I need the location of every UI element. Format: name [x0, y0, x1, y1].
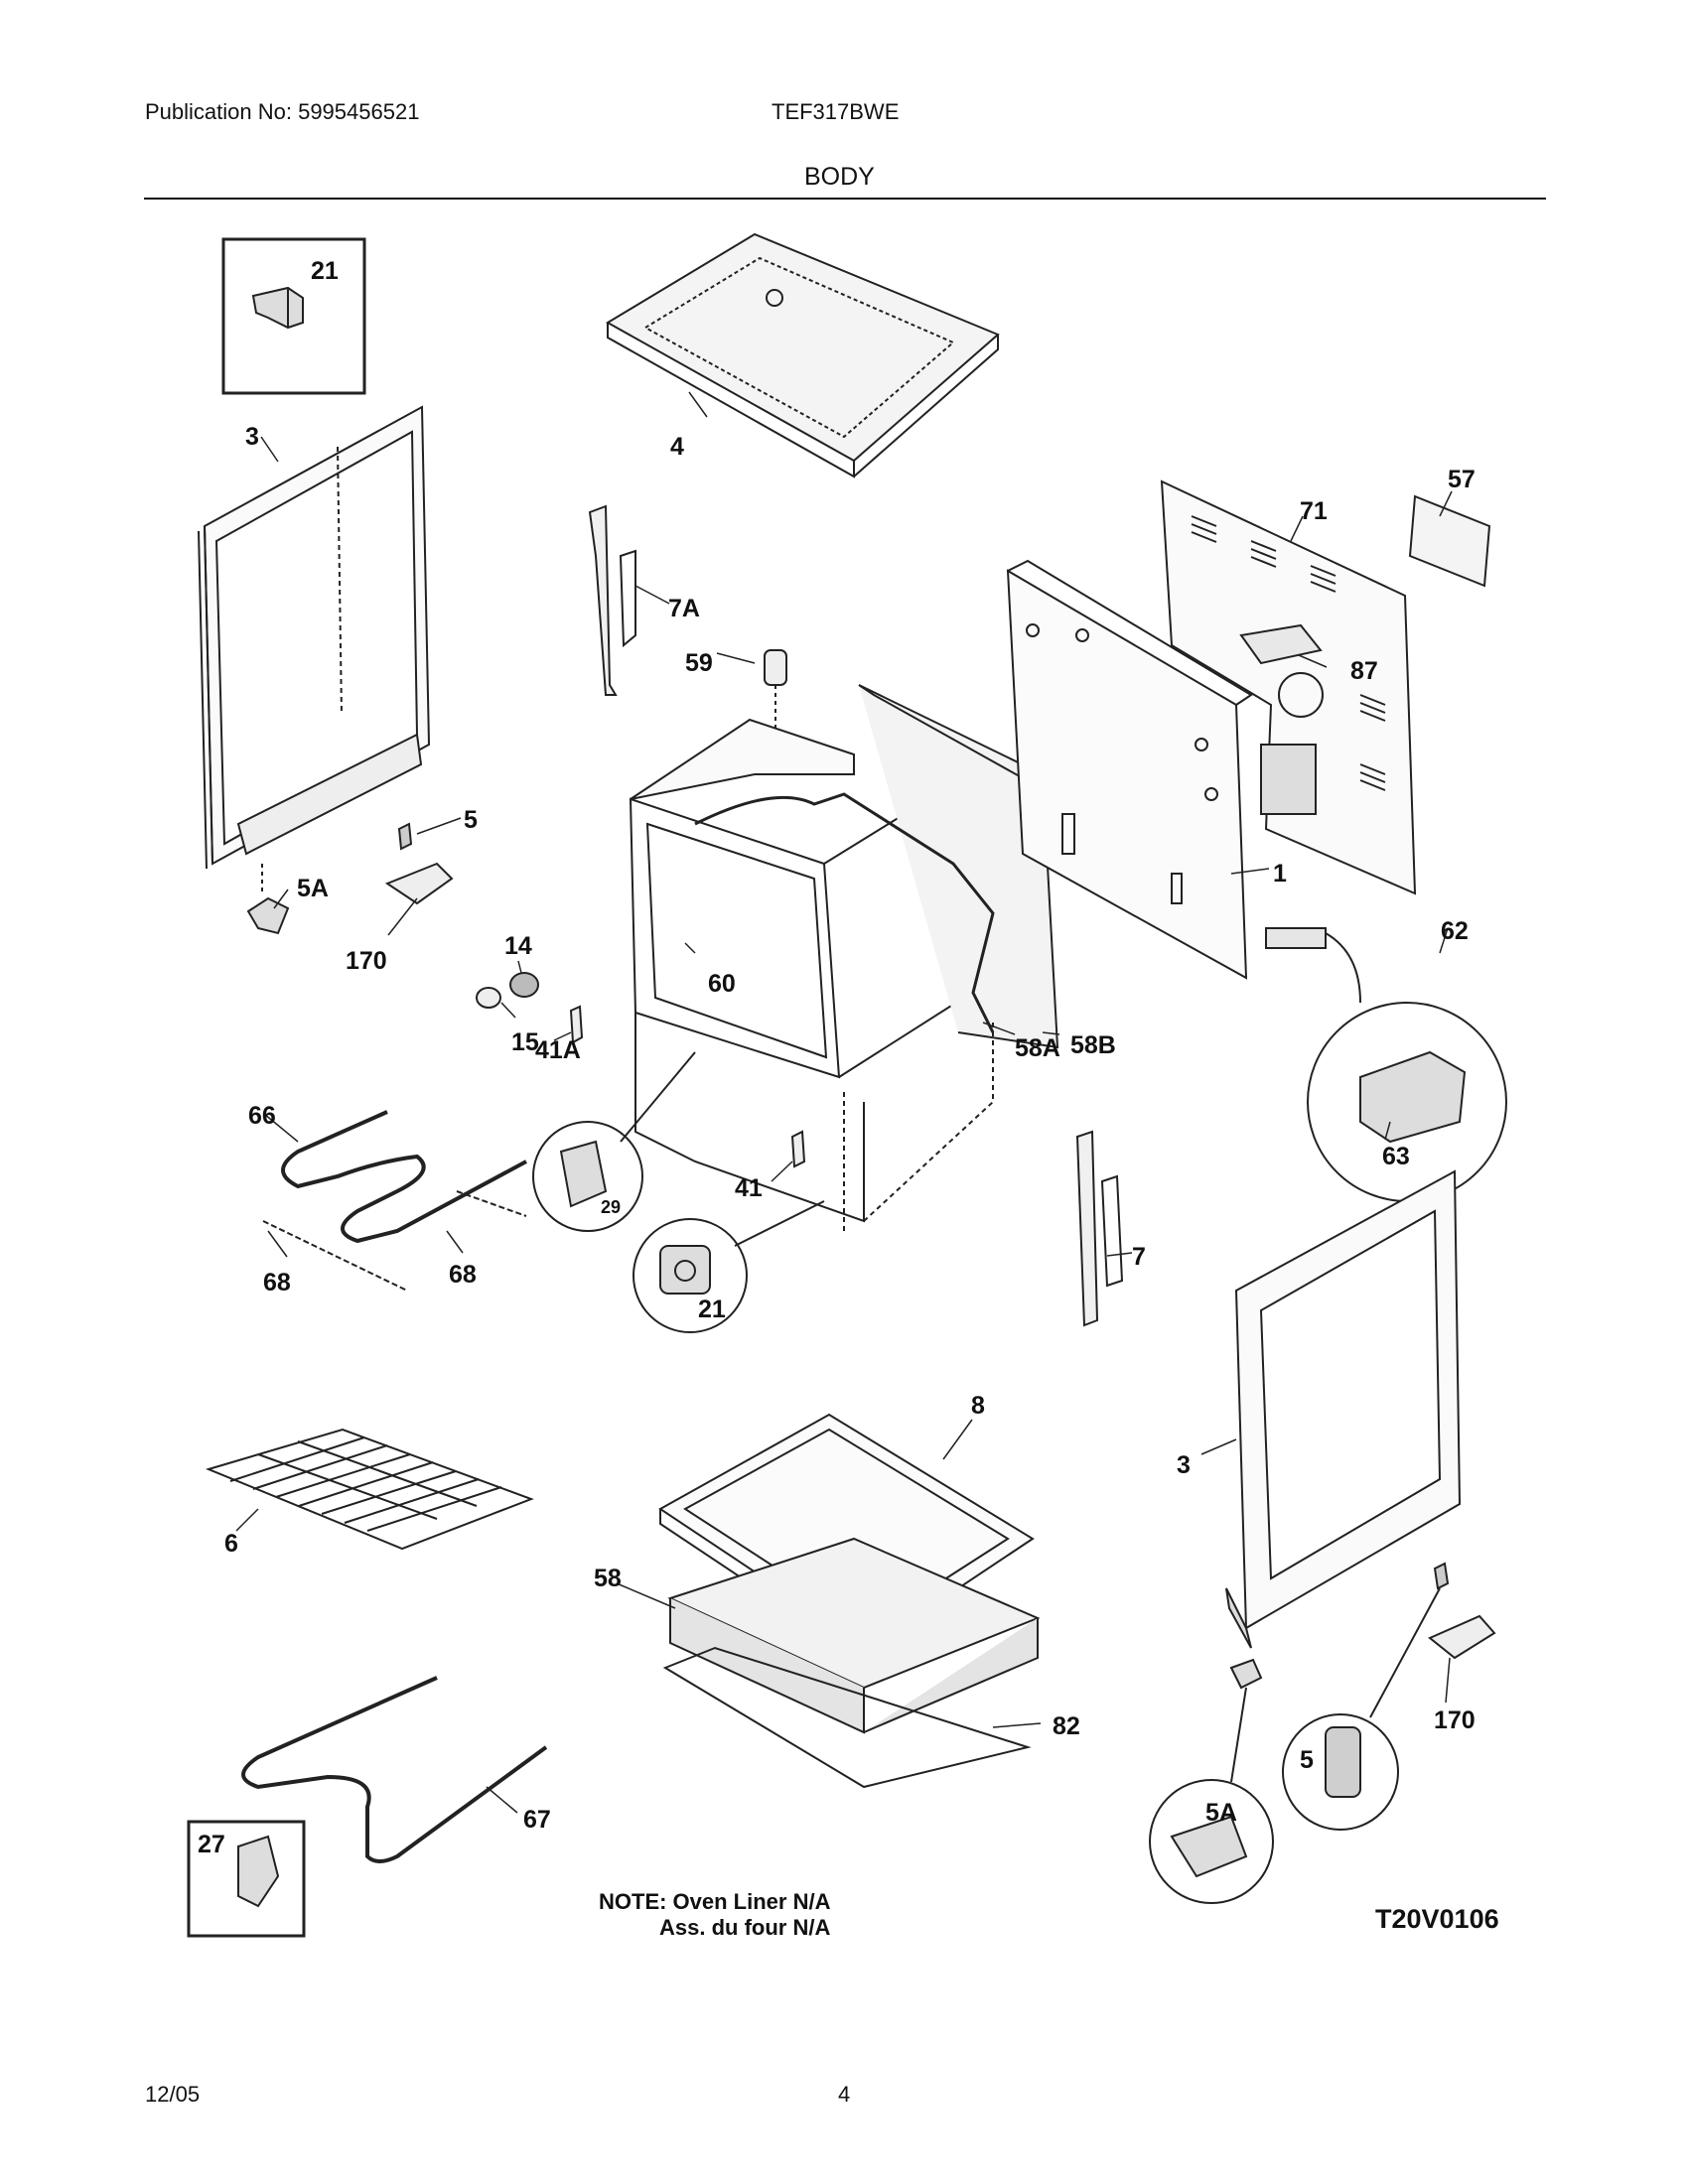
callout-3-right: 3: [1177, 1451, 1191, 1479]
callout-60: 60: [708, 970, 736, 998]
callout-57: 57: [1448, 466, 1476, 493]
part-67-broil-element: [241, 1676, 548, 1863]
part-57-plate: [1408, 494, 1491, 588]
callout-68-a: 68: [263, 1269, 291, 1297]
part-4-top-panel: [606, 232, 1000, 478]
part-3-right-side-panel: [1225, 1169, 1462, 1649]
callout-3-left: 3: [245, 423, 259, 451]
callout-1: 1: [1273, 860, 1287, 887]
part-7-bracket: [1075, 1130, 1124, 1327]
part-3-left-side-panel: [198, 405, 431, 870]
model-number: TEF317BWE: [772, 99, 900, 124]
callout-66: 66: [248, 1102, 276, 1130]
callout-4: 4: [670, 433, 684, 461]
footer-date: 12/05: [145, 2082, 201, 2107]
callout-14: 14: [504, 932, 532, 960]
callout-41: 41: [735, 1174, 763, 1202]
callout-58A: 58A: [1015, 1034, 1060, 1062]
part-5-leveler-right: [1229, 1562, 1496, 1690]
part-71-rear-cover: [1160, 479, 1417, 895]
parts-14-15-oven-light: [476, 972, 539, 1009]
part-41-clip: [790, 1130, 806, 1168]
callout-58B: 58B: [1070, 1031, 1116, 1059]
callout-71: 71: [1300, 497, 1328, 525]
callout-5A-left: 5A: [297, 875, 329, 902]
callout-82: 82: [1053, 1712, 1080, 1740]
part-66-bake-element: [281, 1110, 527, 1244]
part-21-inset-box: [221, 237, 366, 395]
part-62-detail-circle: [1307, 932, 1507, 1202]
note-line-2: Ass. du four N/A: [659, 1915, 830, 1940]
publication-number: Publication No: 5995456521: [145, 99, 420, 124]
callout-29: 29: [601, 1197, 621, 1217]
part-29-detail-circle: [532, 1051, 696, 1232]
note-line-1: NOTE: Oven Liner N/A: [599, 1889, 831, 1914]
callout-5A-circle: 5A: [1205, 1799, 1237, 1827]
callout-5-left: 5: [464, 806, 478, 834]
callout-62: 62: [1441, 917, 1469, 945]
callout-7A: 7A: [668, 595, 700, 622]
callout-170-left: 170: [346, 947, 387, 975]
part-5A-detail-circle: [1149, 1687, 1274, 1904]
callout-41A: 41A: [535, 1036, 581, 1064]
part-1-back-panel: [1006, 559, 1327, 980]
callout-8: 8: [971, 1392, 985, 1420]
part-7A-bracket: [588, 504, 636, 696]
section-title: BODY: [804, 163, 875, 191]
callout-58: 58: [594, 1565, 622, 1592]
callout-170-right: 170: [1434, 1706, 1476, 1734]
oven-cavity-assembly: [629, 684, 1059, 1231]
header-rule: [144, 198, 1546, 200]
part-82-bottom-plate: [662, 1646, 1032, 1789]
part-41A-clip: [569, 1005, 584, 1044]
callout-59: 59: [685, 649, 713, 677]
callout-27: 27: [198, 1831, 225, 1858]
callout-63: 63: [1382, 1143, 1410, 1170]
callout-5-circle: 5: [1300, 1746, 1314, 1774]
page-number: 4: [838, 2082, 851, 2107]
part-5-detail-circle: [1282, 1587, 1441, 1831]
callout-68-b: 68: [449, 1261, 477, 1289]
callout-21-box: 21: [311, 257, 339, 285]
leader-lines: [235, 391, 1453, 1814]
callout-21-circle: 21: [698, 1296, 726, 1323]
part-87-bracket: [1239, 623, 1323, 665]
callout-67: 67: [523, 1806, 551, 1834]
part-6-oven-rack: [205, 1428, 534, 1551]
callout-6: 6: [224, 1530, 238, 1558]
callout-7: 7: [1132, 1243, 1146, 1271]
callout-87: 87: [1350, 657, 1378, 685]
part-27-inset-box: [187, 1820, 306, 1938]
part-21-detail-circle: [633, 1200, 825, 1333]
part-5-leveler-left: [246, 822, 454, 935]
part-68-wires: [262, 1190, 527, 1292]
diagram-code: T20V0106: [1375, 1904, 1499, 1934]
callout-15: 15: [511, 1028, 539, 1056]
